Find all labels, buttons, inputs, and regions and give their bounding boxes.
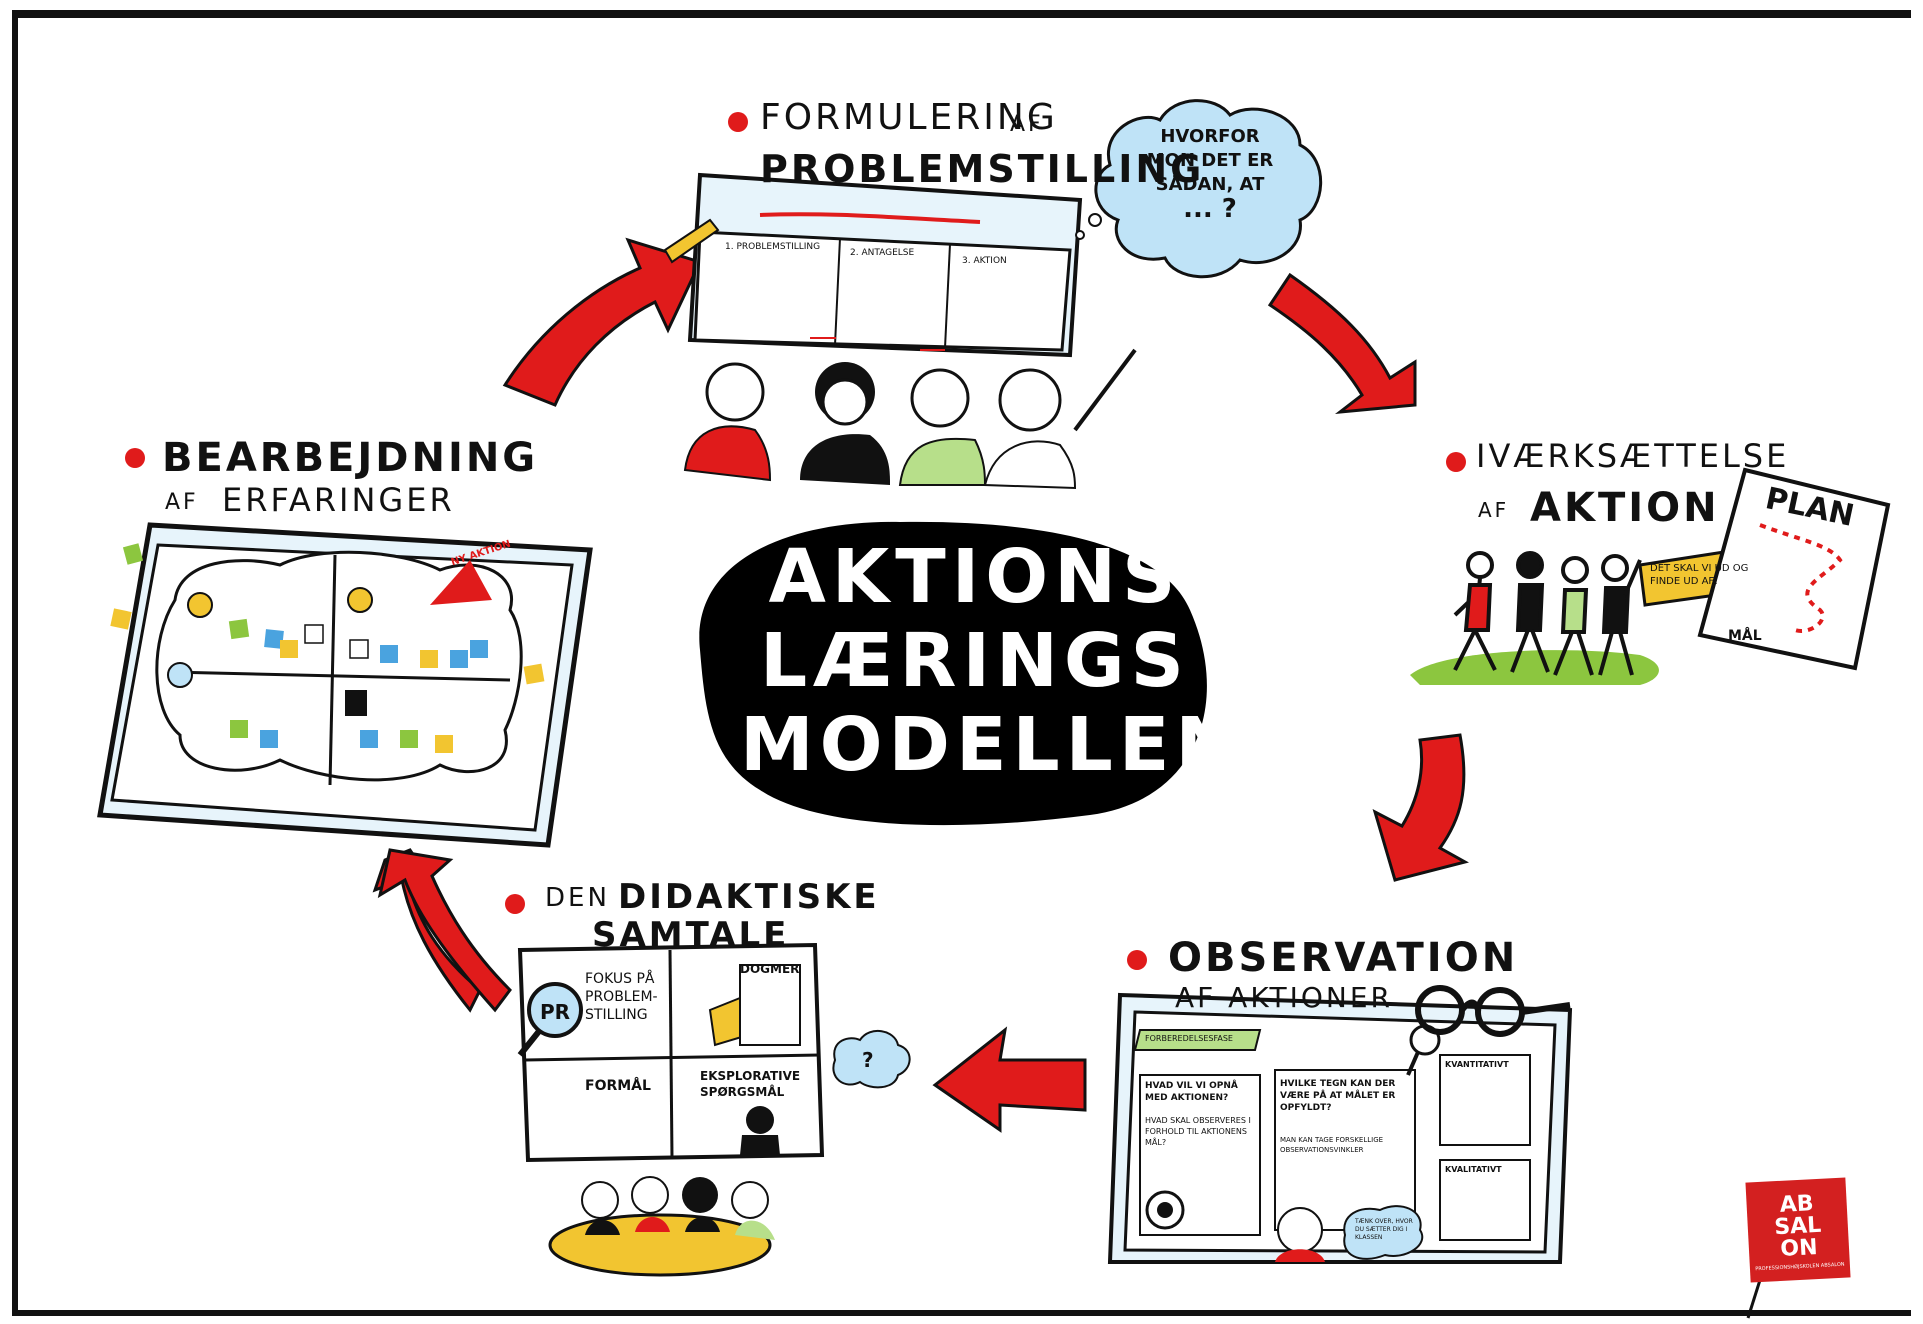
- stage-didaktiske-line1: DIDAKTISKE: [618, 877, 880, 917]
- logo-sub: PROFESSIONSHØJSKOLEN ABSALON: [1755, 1261, 1845, 1273]
- stage-didaktiske-line2: SAMTALE: [592, 915, 790, 955]
- observation-speech: TÆNK OVER, HVOR DU SÆTTER DIG I KLASSEN: [1355, 1218, 1413, 1241]
- quadrant-q1: FOKUS PÅ PROBLEM-STILLING: [585, 971, 658, 1023]
- didaktiske-puzzle: [517, 942, 911, 1277]
- absalon-logo: AB SAL ON PROFESSIONSHØJSKOLEN ABSALON: [1745, 1177, 1851, 1283]
- board-column-2: 2. ANTAGELSE: [850, 248, 915, 258]
- outer-frame: [12, 10, 1911, 1316]
- thought-line2: MON DET ER: [1146, 150, 1274, 171]
- thought-line4: ... ?: [1183, 194, 1237, 224]
- stage-ivaerksaettelse-line1: IVÆRKSÆTTELSE: [1476, 437, 1790, 475]
- thought-line3: SÅDAN, AT: [1155, 174, 1265, 195]
- observation-sheet: [1107, 992, 1573, 1264]
- bullet-dot: [125, 448, 145, 468]
- observation-q1b: HVAD SKAL OBSERVERES I FORHOLD TIL AKTIO…: [1145, 1116, 1251, 1147]
- center-title-line1: AKTIONS: [768, 534, 1182, 620]
- glasses-icon: [1415, 985, 1571, 1037]
- arrow-bearbejdning-to-formulering: [502, 237, 703, 407]
- plan-arrow-text: DET SKAL VI UD OG FINDE UD AF!: [1650, 563, 1749, 587]
- stage-observation-line2: AF AKTIONER: [1175, 981, 1393, 1014]
- bullet-dot: [1446, 452, 1466, 472]
- quadrant-bubble: ?: [862, 1048, 874, 1072]
- logo-line3: ON: [1779, 1235, 1819, 1262]
- arrow-formulering-to-ivaerksaettelse: [1267, 272, 1417, 414]
- stage-ivaerksaettelse-line2: AKTION: [1530, 485, 1720, 531]
- stage-formulering-small: AF: [1010, 112, 1044, 137]
- stage-formulering-line2: PROBLEMSTILLING: [760, 147, 1205, 191]
- quadrant-q4: EKSPLORATIVE SPØRGSMÅL: [700, 1069, 801, 1099]
- observation-kvantitativt: KVANTITATIVT: [1445, 1060, 1509, 1069]
- grass-patch: [1410, 650, 1659, 685]
- bullet-dot: [728, 112, 748, 132]
- center-title-line2: LÆRINGS: [760, 618, 1190, 704]
- frame-bottom-edge: [12, 1310, 1911, 1316]
- center-blob: [699, 521, 1207, 826]
- board-column-1: 1. PROBLEMSTILLING: [725, 242, 821, 252]
- stage-bearbejdning-small: AF: [165, 490, 199, 515]
- stage-didaktiske-small: DEN: [545, 883, 610, 913]
- center-title: AKTIONS LÆRINGS MODELLEN: [740, 534, 1244, 788]
- walking-people: [1453, 551, 1642, 676]
- thought-cloud: [1094, 99, 1323, 279]
- center-title-line3: MODELLEN: [740, 702, 1244, 788]
- observation-q2: HVILKE TEGN KAN DER VÆRE PÅ AT MÅLET ER …: [1280, 1079, 1396, 1113]
- arrow-ivaerksaettelse-to-observation: [1372, 733, 1469, 882]
- thought-bubble-text: HVORFOR MON DET ER SÅDAN, AT ... ?: [1140, 125, 1280, 224]
- observation-tab: FORBEREDELSESFASE: [1145, 1034, 1233, 1043]
- observation-q2b: MAN KAN TAGE FORSKELLIGE OBSERVATIONSVIN…: [1280, 1136, 1384, 1154]
- observation-q1: HVAD VIL VI OPNÅ MED AKTIONEN?: [1145, 1081, 1238, 1103]
- thought-line1: HVORFOR: [1160, 126, 1260, 147]
- bullet-dot: [505, 894, 525, 914]
- arrow-didaktiske-to-bearbejdning: [372, 848, 512, 1013]
- plan-goal: MÅL: [1728, 628, 1762, 644]
- plan-sheet: [1697, 467, 1891, 671]
- bullet-dot: [1127, 950, 1147, 970]
- problem-board: [663, 172, 1137, 490]
- observation-kvalitativt: KVALITATIVT: [1445, 1165, 1502, 1174]
- stage-bearbejdning-line2: ERFARINGER: [222, 481, 455, 519]
- stage-formulering-line1: FORMULERING: [760, 97, 1058, 138]
- arrow-observation-to-didaktiske: [932, 1026, 1087, 1133]
- quadrant-q3: FORMÅL: [585, 1078, 651, 1094]
- stage-bearbejdning-line1: BEARBEJDNING: [162, 435, 539, 481]
- bearbejdning-board: [97, 522, 593, 848]
- board-column-3: 3. AKTION: [962, 256, 1007, 266]
- stage-ivaerksaettelse-small: AF: [1478, 498, 1510, 522]
- quadrant-q2: DOGMER: [740, 962, 800, 976]
- quadrant-q1-badge: PR: [540, 1000, 571, 1024]
- stage-observation-line1: OBSERVATION: [1168, 935, 1519, 981]
